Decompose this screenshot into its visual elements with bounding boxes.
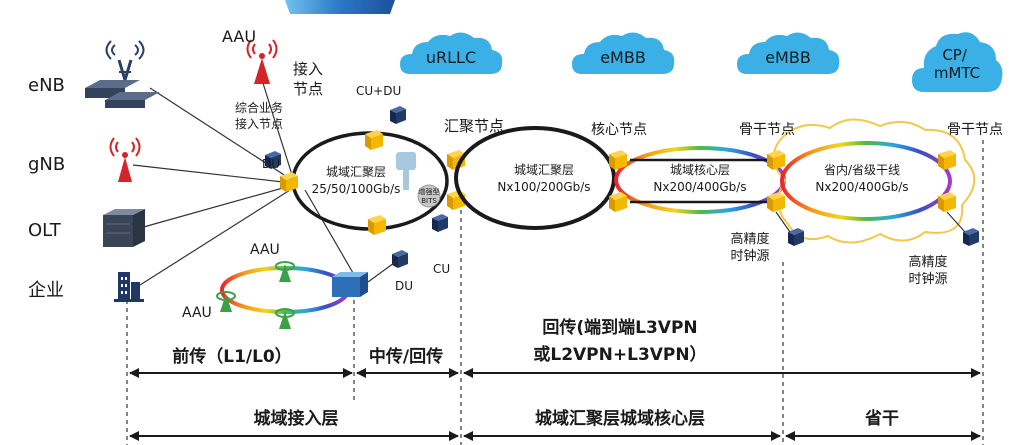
gnb-antenna-icon (109, 137, 141, 182)
enterprise-building-icon (114, 272, 144, 302)
access-node-label-line2: 节点 (293, 80, 323, 98)
backhaul-label-line1: 回传(端到端L3VPN (542, 317, 697, 338)
provincial-trunk-ring (780, 141, 952, 221)
bits-clock-device (396, 152, 441, 208)
provincial-trunk-halo (772, 118, 976, 244)
cloud-label-cp-mmtc: CP/ mMTC (934, 46, 980, 82)
clock-source-2-label-line2: 时钟源 (908, 271, 947, 287)
access-node-label-line1: 接入 (293, 60, 323, 78)
cu-device-lower (432, 214, 448, 232)
clock-source-2-label-line1: 高精度 (908, 254, 947, 270)
aau-top-label: AAU (222, 27, 256, 46)
gnb-label: gNB (28, 154, 65, 175)
bits-label-line1: 增强型 (419, 187, 440, 196)
clock-source-1-label-line1: 高精度 (730, 231, 769, 247)
backhaul-label-line2: 或L2VPN+L3VPN） (533, 344, 706, 365)
provincial-ring-label-line1: 省内/省级干线 (824, 163, 900, 177)
aau-antenna-icon (246, 39, 278, 84)
backbone-node-bottom (767, 192, 785, 212)
aau-ring-top-label: AAU (250, 242, 280, 258)
cu-label: CU (433, 262, 450, 276)
segment-arrows (129, 368, 981, 441)
switch-to-du-link (367, 259, 399, 283)
cloud-label-embb-2: eMBB (765, 48, 811, 67)
cloud-embb-2 (737, 32, 840, 74)
midhaul-label: 中传/回传 (369, 346, 443, 367)
cu-du-device (390, 106, 406, 124)
du-left-label: DU (262, 157, 280, 171)
metro-access-layer-label: 城域接入层 (254, 408, 339, 429)
cloud-label-urllc: uRLLC (426, 48, 476, 67)
cu-du-label: CU+DU (356, 84, 401, 98)
metro-core-ring-label-line1: 城域核心层 (670, 163, 730, 177)
cloud-label-embb-1: eMBB (600, 48, 646, 67)
backbone2-node-bottom (938, 192, 956, 212)
backbone-node-top (767, 150, 785, 170)
aau-ring-antennas (216, 261, 295, 329)
aggregation-node-label: 汇聚节点 (444, 117, 504, 135)
precision-clock-device-2 (963, 228, 979, 246)
aau-green-antenna-bottom (275, 308, 295, 329)
provincial-ring-label-line2: Nx200/400Gb/s (815, 180, 908, 194)
aau-green-antenna-left (216, 291, 236, 312)
cloud-cp-mmtc (912, 32, 1003, 92)
du-bottom-label: DU (395, 279, 413, 293)
access-ring-node-bottom (368, 215, 386, 235)
enb-icon (85, 40, 160, 108)
aau-green-antenna-top (275, 261, 295, 282)
metro-agg-ring-label-line1: 城域汇聚层 (514, 163, 574, 177)
clock-source-1-label-line2: 时钟源 (730, 248, 769, 264)
provincial-layer-label: 省干 (864, 408, 899, 429)
olt-label: OLT (28, 220, 62, 241)
multi-service-node-label-line2: 接入节点 (235, 116, 283, 131)
cloud-label-cp-mmtc-line2: mMTC (934, 64, 980, 82)
cloud-urllc (400, 32, 503, 74)
core-node-label: 核心节点 (591, 122, 647, 138)
clock2-link (946, 211, 966, 233)
metro-agg-core-layer-label: 城域汇聚层城域核心层 (535, 408, 705, 429)
bits-label-line2: BITS (421, 197, 437, 205)
cloud-label-cp-mmtc-line1: CP/ (942, 46, 968, 64)
cloud-embb-1 (572, 32, 675, 74)
metro-agg-ring-label-line2: Nx100/200Gb/s (497, 180, 590, 194)
metro-access-ring-label-line2: 25/50/100Gb/s (312, 182, 401, 196)
metro-core-ring-label-line2: Nx200/400Gb/s (653, 180, 746, 194)
metro-access-ring-label-line1: 城域汇聚层 (326, 165, 386, 179)
backbone2-node-top (938, 150, 956, 170)
precision-clock-device-1 (788, 228, 804, 246)
enterprise-label: 企业 (28, 280, 64, 301)
du-device-bottom (392, 250, 408, 268)
header-banner-image (285, 0, 395, 14)
backbone-node-label-1: 骨干节点 (739, 122, 795, 138)
backbone-node-label-2: 骨干节点 (947, 122, 1003, 138)
multi-service-node-label-line1: 综合业务 (235, 100, 283, 115)
aau-ring-left-label: AAU (182, 305, 212, 321)
olt-device-icon (103, 209, 145, 247)
fronthaul-label: 前传（L1/L0） (172, 346, 292, 367)
fronthaul-switch-icon (332, 272, 368, 297)
enb-label: eNB (28, 75, 65, 96)
metro-aggregation-ring (454, 126, 616, 230)
clock1-link (775, 211, 791, 233)
segment-boundaries (126, 140, 984, 445)
